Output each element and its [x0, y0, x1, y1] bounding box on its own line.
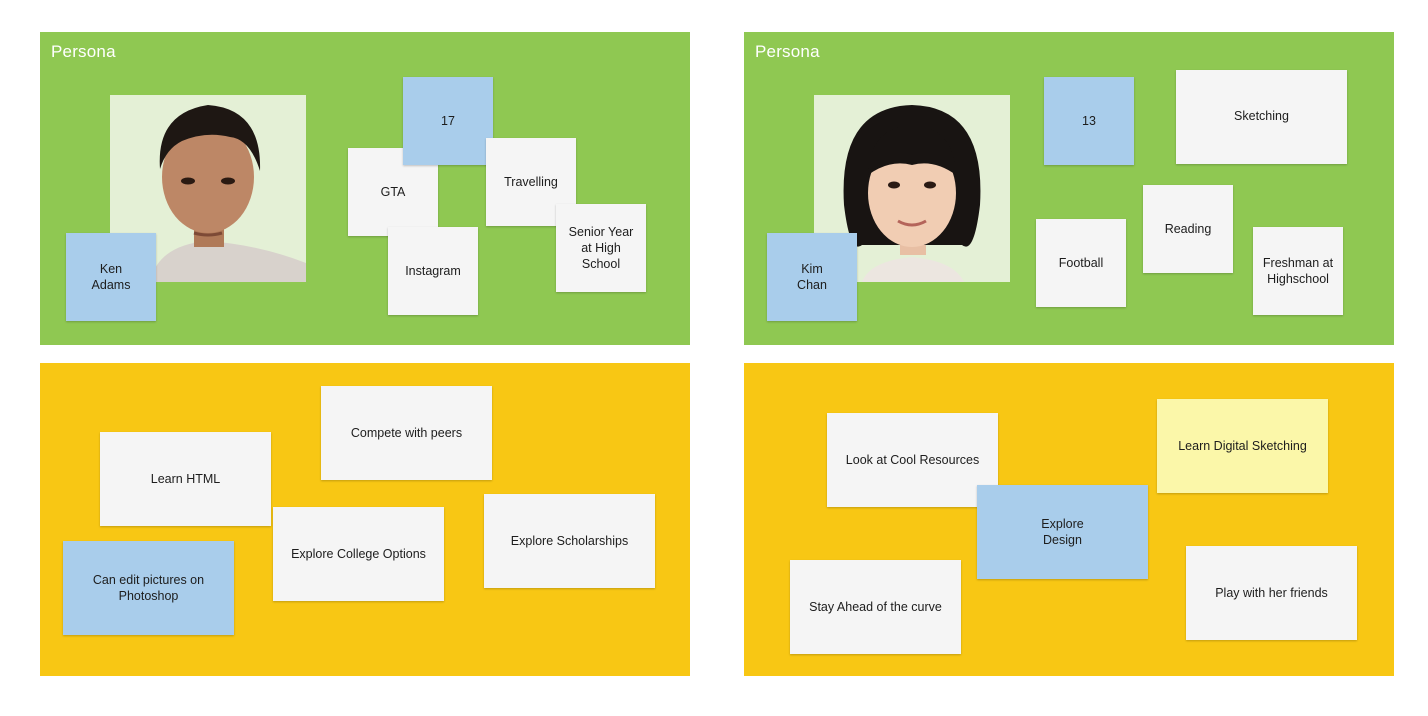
age-note[interactable]: 13 [1044, 77, 1134, 165]
note-text: Football [1058, 256, 1104, 270]
note-text: Can edit pictures on Photoshop [92, 573, 205, 603]
sticky-note-digital-sketching[interactable]: Learn Digital Sketching [1157, 399, 1328, 493]
sticky-note-photoshop[interactable]: Can edit pictures on Photoshop [63, 541, 234, 635]
note-text: Senior Year at High School [568, 225, 634, 271]
note-text: Explore Design [1041, 517, 1084, 547]
note-text: Learn HTML [150, 472, 221, 486]
sticky-note-scholarships[interactable]: Explore Scholarships [484, 494, 655, 588]
persona-frame-1[interactable]: Persona Ken Adams GTA 17 Travelling Inst… [40, 32, 690, 345]
persona-frame-2[interactable]: Persona Kim Chan 13 Sketching Reading Fo… [744, 32, 1394, 345]
sticky-note-learn-html[interactable]: Learn HTML [100, 432, 271, 526]
note-text: Instagram [405, 264, 461, 278]
note-text: Sketching [1234, 109, 1289, 123]
note-text: GTA [380, 185, 406, 199]
note-text: Stay Ahead of the curve [809, 600, 942, 614]
sticky-note-instagram[interactable]: Instagram [388, 227, 478, 315]
note-text: Look at Cool Resources [845, 453, 980, 467]
persona-photo[interactable] [110, 95, 306, 282]
note-text: Ken Adams [91, 262, 131, 292]
note-text: Kim Chan [797, 262, 827, 292]
goals-frame-2[interactable]: Look at Cool Resources Learn Digital Ske… [744, 363, 1394, 676]
sticky-note-sketching[interactable]: Sketching [1176, 70, 1347, 164]
sticky-note-stay-ahead[interactable]: Stay Ahead of the curve [790, 560, 961, 654]
frame-title: Persona [51, 42, 116, 61]
sticky-note-senior-year[interactable]: Senior Year at High School [556, 204, 646, 292]
sticky-note-freshman[interactable]: Freshman at Highschool [1253, 227, 1343, 315]
sticky-note-compete[interactable]: Compete with peers [321, 386, 492, 480]
sticky-note-football[interactable]: Football [1036, 219, 1126, 307]
sticky-note-college-options[interactable]: Explore College Options [273, 507, 444, 601]
goals-frame-1[interactable]: Compete with peers Learn HTML Explore Co… [40, 363, 690, 676]
persona-name-note[interactable]: Ken Adams [66, 233, 156, 321]
note-text: Travelling [504, 175, 558, 189]
note-text: Explore Scholarships [510, 534, 629, 548]
sticky-note-reading[interactable]: Reading [1143, 185, 1233, 273]
persona-name-note[interactable]: Kim Chan [767, 233, 857, 321]
note-text: Reading [1164, 222, 1212, 236]
sticky-note-play-friends[interactable]: Play with her friends [1186, 546, 1357, 640]
note-text: 17 [441, 114, 455, 128]
note-text: Compete with peers [350, 426, 463, 440]
sticky-note-cool-resources[interactable]: Look at Cool Resources [827, 413, 998, 507]
sticky-note-explore-design[interactable]: Explore Design [977, 485, 1148, 579]
note-text: Learn Digital Sketching [1178, 439, 1307, 453]
note-text: 13 [1082, 114, 1096, 128]
note-text: Explore College Options [291, 547, 426, 561]
note-text: Freshman at Highschool [1262, 256, 1334, 286]
age-note[interactable]: 17 [403, 77, 493, 165]
frame-title: Persona [755, 42, 820, 61]
note-text: Play with her friends [1215, 586, 1328, 600]
